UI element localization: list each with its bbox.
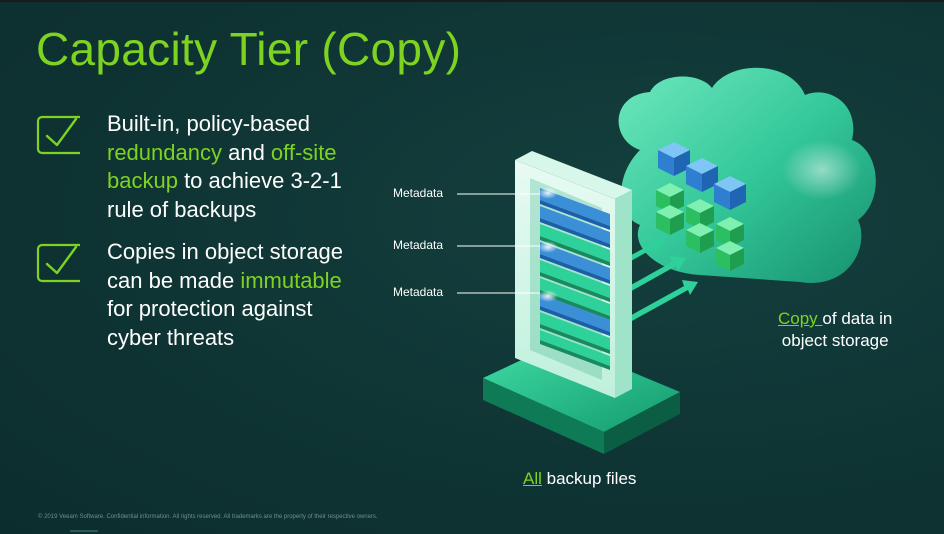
caption-highlight: Copy [778, 309, 823, 328]
metadata-label: Metadata [393, 285, 444, 299]
bullet-text: cyber threats [107, 324, 235, 350]
bullet-line: rule of backups [107, 196, 342, 225]
cloud-icon [618, 67, 876, 283]
caption-backup-files: All backup files [523, 469, 637, 488]
footer-divider [70, 530, 98, 532]
checkbox-icon [36, 115, 80, 155]
bullet-text: Copies in object storage [107, 239, 344, 264]
bullet-text: rule of backups [107, 196, 257, 222]
caption-highlight: All [523, 469, 542, 488]
highlight-text: off-site [270, 139, 337, 165]
bullet-line: can be made immutable [107, 267, 343, 296]
backup-file-slots [538, 187, 610, 370]
bullet-text: to achieve 3-2-1 [177, 168, 342, 193]
metadata-label: Metadata [393, 238, 444, 252]
highlight-text: backup [107, 168, 178, 193]
bullet-text: Built-in, policy-based [107, 111, 310, 136]
bullet-line: Built-in, policy-based [107, 110, 342, 139]
metadata-label: Metadata [393, 186, 444, 200]
caption-object-storage: Copy of data in object storage [778, 309, 893, 350]
bullet-line: cyber threats [107, 324, 343, 353]
bullet-text: can be made [107, 267, 241, 293]
bullet-line: Copies in object storage [107, 238, 343, 267]
object-storage-blocks [656, 142, 746, 271]
bullet-line: redundancy and off-site [107, 139, 342, 168]
copyright-footer: © 2019 Veeam Software. Confidential info… [38, 514, 378, 520]
highlight-text: immutable [240, 267, 342, 293]
metadata-connectors [457, 193, 540, 294]
bullet-line: for protection against [107, 295, 343, 324]
top-border [0, 0, 944, 2]
bullet-line: backup to achieve 3-2-1 [107, 167, 342, 196]
bullet-immutable: Copies in object storage can be made immu… [107, 238, 343, 352]
highlight-text: redundancy [107, 139, 222, 165]
checkbox-icon [36, 243, 80, 283]
slide-title: Capacity Tier (Copy) [36, 23, 462, 75]
bullet-text: and [221, 139, 271, 165]
bullet-redundancy: Built-in, policy-based redundancy and off… [107, 110, 342, 224]
bullet-text: for protection against [107, 296, 313, 321]
